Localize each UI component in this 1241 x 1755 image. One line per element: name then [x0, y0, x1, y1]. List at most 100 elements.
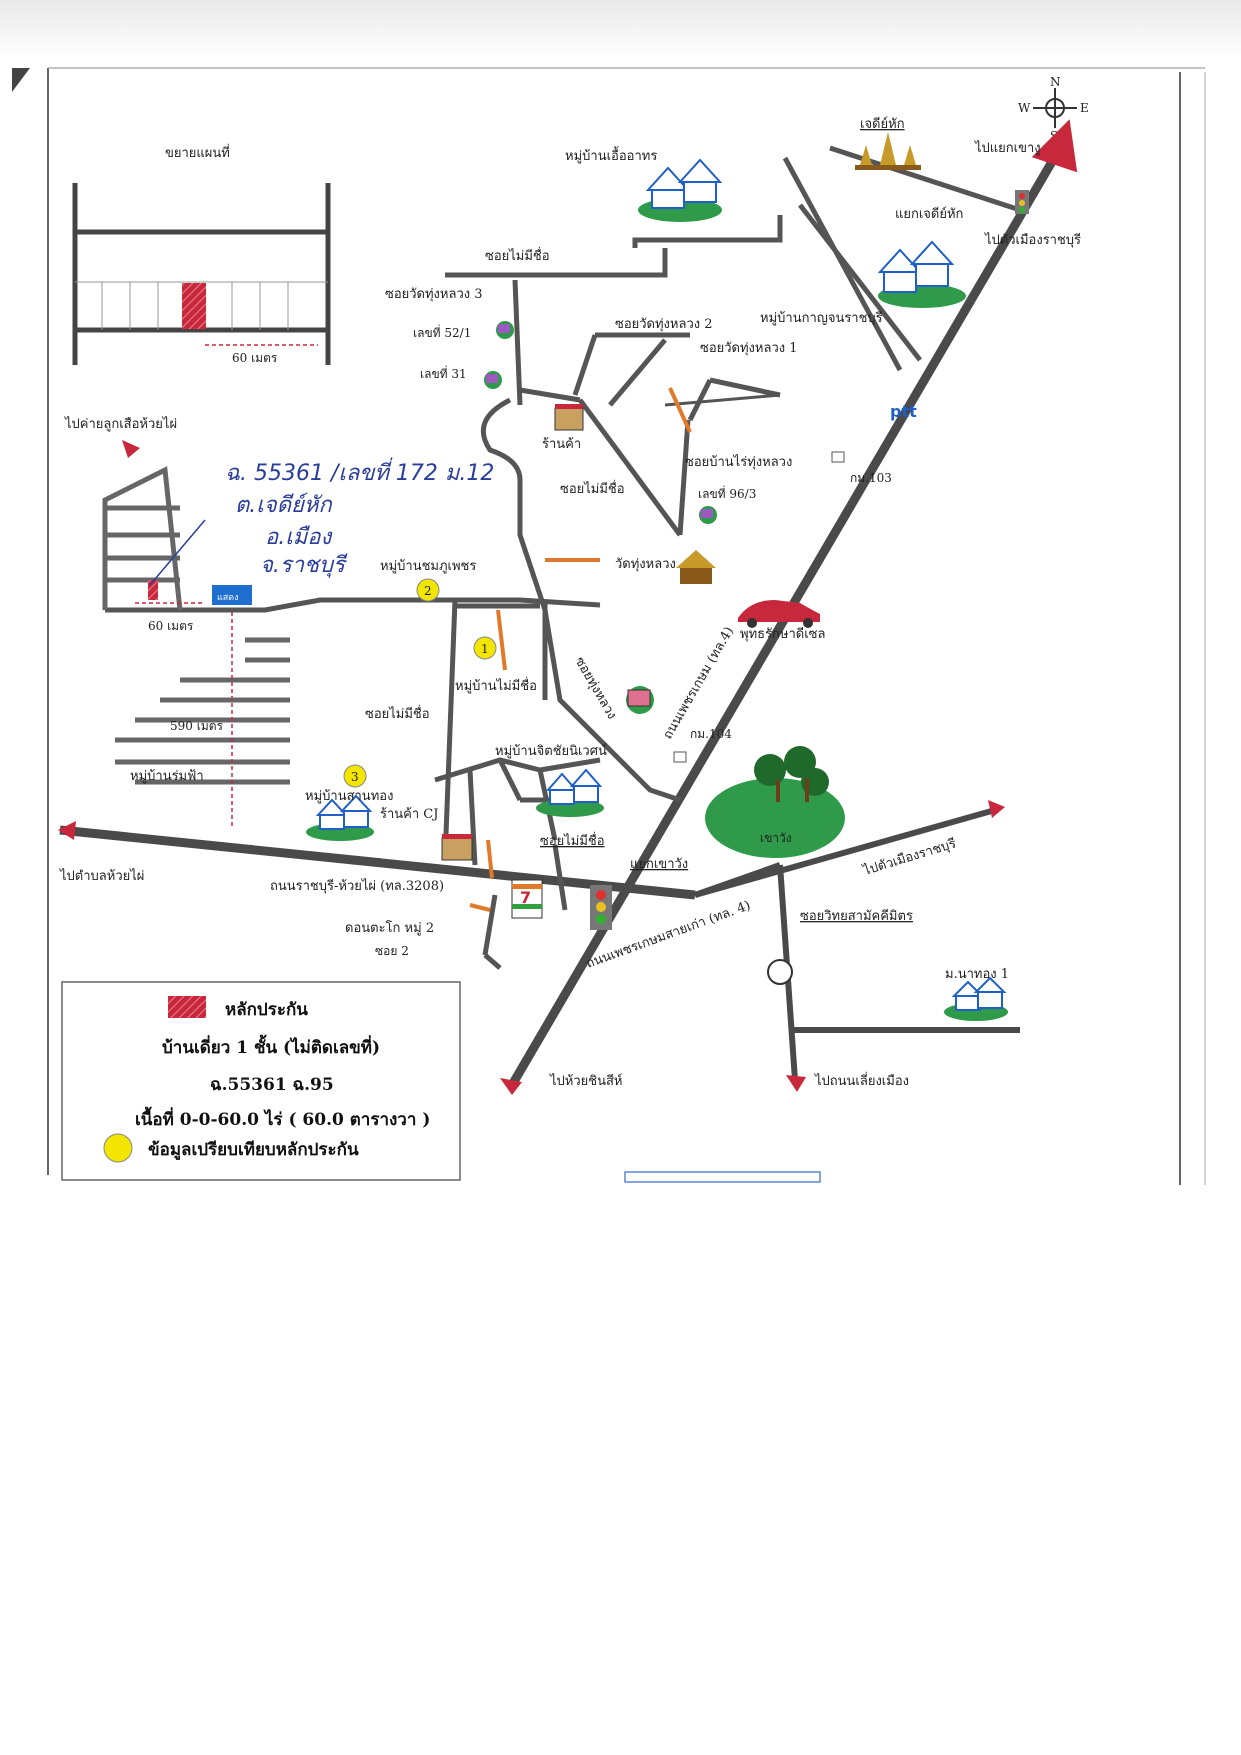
label-house-521: เลขที่ 52/1	[413, 324, 471, 340]
arrow-to-yaekkhaongu	[1031, 119, 1078, 173]
traffic-light-icon-khaowang	[590, 885, 612, 930]
svg-text:1: 1	[481, 642, 489, 656]
handwriting-line3: อ.เมือง	[265, 525, 333, 550]
label-shop-cj: ร้านค้า CJ	[380, 807, 438, 822]
legend-collateral: หลักประกัน	[225, 1000, 308, 1020]
km104-post	[673, 751, 687, 763]
legend-house-type: บ้านเดี่ยว 1 ชั้น (ไม่ติดเลขที่)	[162, 1034, 380, 1058]
svg-text:2: 2	[424, 584, 432, 598]
road-old-phetkasem	[694, 862, 781, 898]
label-khaowang: เขาวัง	[760, 831, 792, 845]
compass-s: S	[1050, 129, 1058, 143]
label-soi-nameless-left: ซอยไม่มีชื่อ	[365, 705, 430, 722]
direction-arrows	[58, 440, 1005, 1095]
label-soi-witthayasamanmit: ซอยวิทยสามัคคีมิตร	[800, 908, 913, 924]
inset-map: ขยายแผนที่ 60 เมตร	[72, 144, 331, 365]
label-km103: กม.103	[850, 471, 892, 485]
label-shop-top: ร้านค้า	[542, 437, 581, 452]
soi-watthung1	[608, 338, 667, 407]
house-icon-thungluang	[626, 686, 654, 714]
label-soi-thungluang: ซอยทุ่งหลวง	[572, 655, 620, 723]
label-soi-banraithung: ซอยบ้านไร่ทุ่งหลวง	[685, 454, 792, 470]
compass-n: N	[1050, 75, 1061, 89]
legend-comparison: ข้อมูลเปรียบเทียบหลักประกัน	[148, 1139, 359, 1161]
house-icon-small-521	[496, 321, 514, 339]
label-soi-watthung3: ซอยวัดทุ่งหลวง 3	[385, 287, 483, 302]
label-soi-watthung2: ซอยวัดทุ่งหลวง 2	[615, 317, 713, 332]
legend-comparison-swatch	[103, 1133, 133, 1163]
inset-collateral-plot	[182, 283, 206, 329]
label-watthungluang: วัดทุ่งหลวง	[615, 557, 676, 572]
handwriting-line1: ฉ. 55361 /เลขที่ 172 ม.12	[225, 457, 494, 486]
label-village-romfa: หมู่บ้านร่มฟ้า	[130, 769, 204, 784]
roundabout	[767, 959, 793, 985]
handwritten-note: ฉ. 55361 /เลขที่ 172 ม.12 ต.เจดีย์หัก อ.…	[225, 457, 494, 578]
partial-box-bottom	[624, 1171, 821, 1183]
legend-area: เนื้อที่ 0-0-60.0 ไร่ ( 60.0 ตารางวา )	[135, 1106, 430, 1130]
legend-collateral-swatch	[168, 996, 206, 1018]
subject-marker	[212, 585, 252, 605]
shop-icon-top	[554, 404, 584, 431]
label-dealer: พุทธรักษาดีเซล	[740, 626, 825, 642]
house-icon-mathong	[944, 976, 1008, 1021]
shop-icon-cj	[441, 834, 473, 861]
scan-corner-mark	[12, 68, 30, 92]
road-chedihak	[829, 145, 1021, 213]
soi-watthung3-link	[512, 279, 523, 406]
label-soi-nameless-mid: ซอยไม่มีชื่อ	[560, 480, 625, 497]
label-yaekchedihak: แยกเจดีย์หัก	[895, 206, 963, 222]
label-village-jitchai: หมู่บ้านจิตชัยนิเวศน์	[495, 743, 607, 759]
label-village-kanjanaburi: หมู่บ้านกาญจนราชบุรี	[760, 310, 883, 326]
label-house-31: เลขที่ 31	[420, 365, 467, 381]
legend: หลักประกัน บ้านเดี่ยว 1 ชั้น (ไม่ติดเลขท…	[61, 981, 461, 1181]
comparison-point-1: 1	[473, 636, 497, 660]
label-to-huaiphai-nw: ไปค่ายลูกเสือห้วยไผ่	[64, 416, 177, 432]
house-icon-santhong	[306, 794, 374, 841]
seven-eleven-icon: 7	[511, 879, 543, 919]
label-house-963: เลขที่ 96/3	[698, 485, 756, 501]
label-road-ratchaburi-huaiphai: ถนนราชบุรี-ห้วยไผ่ (ทล.3208)	[270, 878, 444, 894]
label-soi-nameless-bottom: ซอยไม่มีชื่อ	[540, 832, 605, 849]
compass-icon: N S E W	[1018, 75, 1089, 143]
collateral-plot	[148, 580, 158, 600]
seven-label: 7	[520, 888, 531, 907]
house-icon-ueaarthon	[638, 158, 723, 222]
road-kanjanaburi	[798, 203, 922, 362]
ptt-logo: ptt	[890, 402, 917, 421]
label-village-santhong: หมู่บ้านสานทอง	[305, 789, 393, 804]
distance-near-label: 60 เมตร	[148, 619, 194, 633]
label-soi-watthung1: ซอยวัดทุ่งหลวง 1	[700, 341, 798, 356]
distance-far-label: 590 เมตร	[170, 719, 224, 733]
subdivision-grid	[102, 466, 290, 785]
label-to-huaichinsi: ไปห้วยชินสีห์	[549, 1073, 623, 1089]
soi-thungluang-loop	[480, 397, 681, 803]
label-km104: กม.104	[690, 727, 732, 741]
km103-post	[831, 451, 845, 463]
soi-banraithung	[577, 398, 683, 537]
house-icon-small-31	[484, 371, 502, 389]
label-yaekkhaowang: แยกเขาวัง	[630, 857, 688, 872]
label-to-huaiphai-w: ไปตำบลห้วยไผ่	[59, 868, 144, 884]
subject-marker-label: แสดง	[217, 593, 239, 603]
label-soi2: ซอย 2	[375, 944, 409, 958]
label-chedihak: เจดีย์หัก	[860, 116, 905, 132]
road-north-branch	[782, 156, 903, 372]
house-icon-jitchai	[536, 768, 604, 817]
comparison-point-3: 3	[343, 764, 367, 788]
comparison-point-2: 2	[416, 578, 440, 602]
khaowang-park	[705, 778, 845, 858]
svg-text:3: 3	[351, 770, 359, 784]
soi-ueaarthon	[632, 215, 783, 248]
road-to-city-east	[694, 807, 996, 898]
compass-e: E	[1080, 101, 1089, 115]
soi-nameless-left	[442, 599, 458, 861]
label-village-ueaarthon: หมู่บ้านเอื้ออาทร	[565, 146, 657, 164]
label-to-bypass: ไปถนนเลี่ยงเมือง	[814, 1072, 909, 1089]
label-donta: ดอนตะโก หมู่ 2	[345, 920, 434, 936]
legend-deed: ฉ.55361 ฉ.95	[210, 1075, 334, 1095]
label-to-city: ไปตัวเมืองราชบุรี	[984, 232, 1081, 248]
inset-title: ขยายแผนที่	[165, 144, 230, 161]
scan-top-shadow	[0, 0, 1241, 60]
inset-scale: 60 เมตร	[232, 351, 278, 365]
